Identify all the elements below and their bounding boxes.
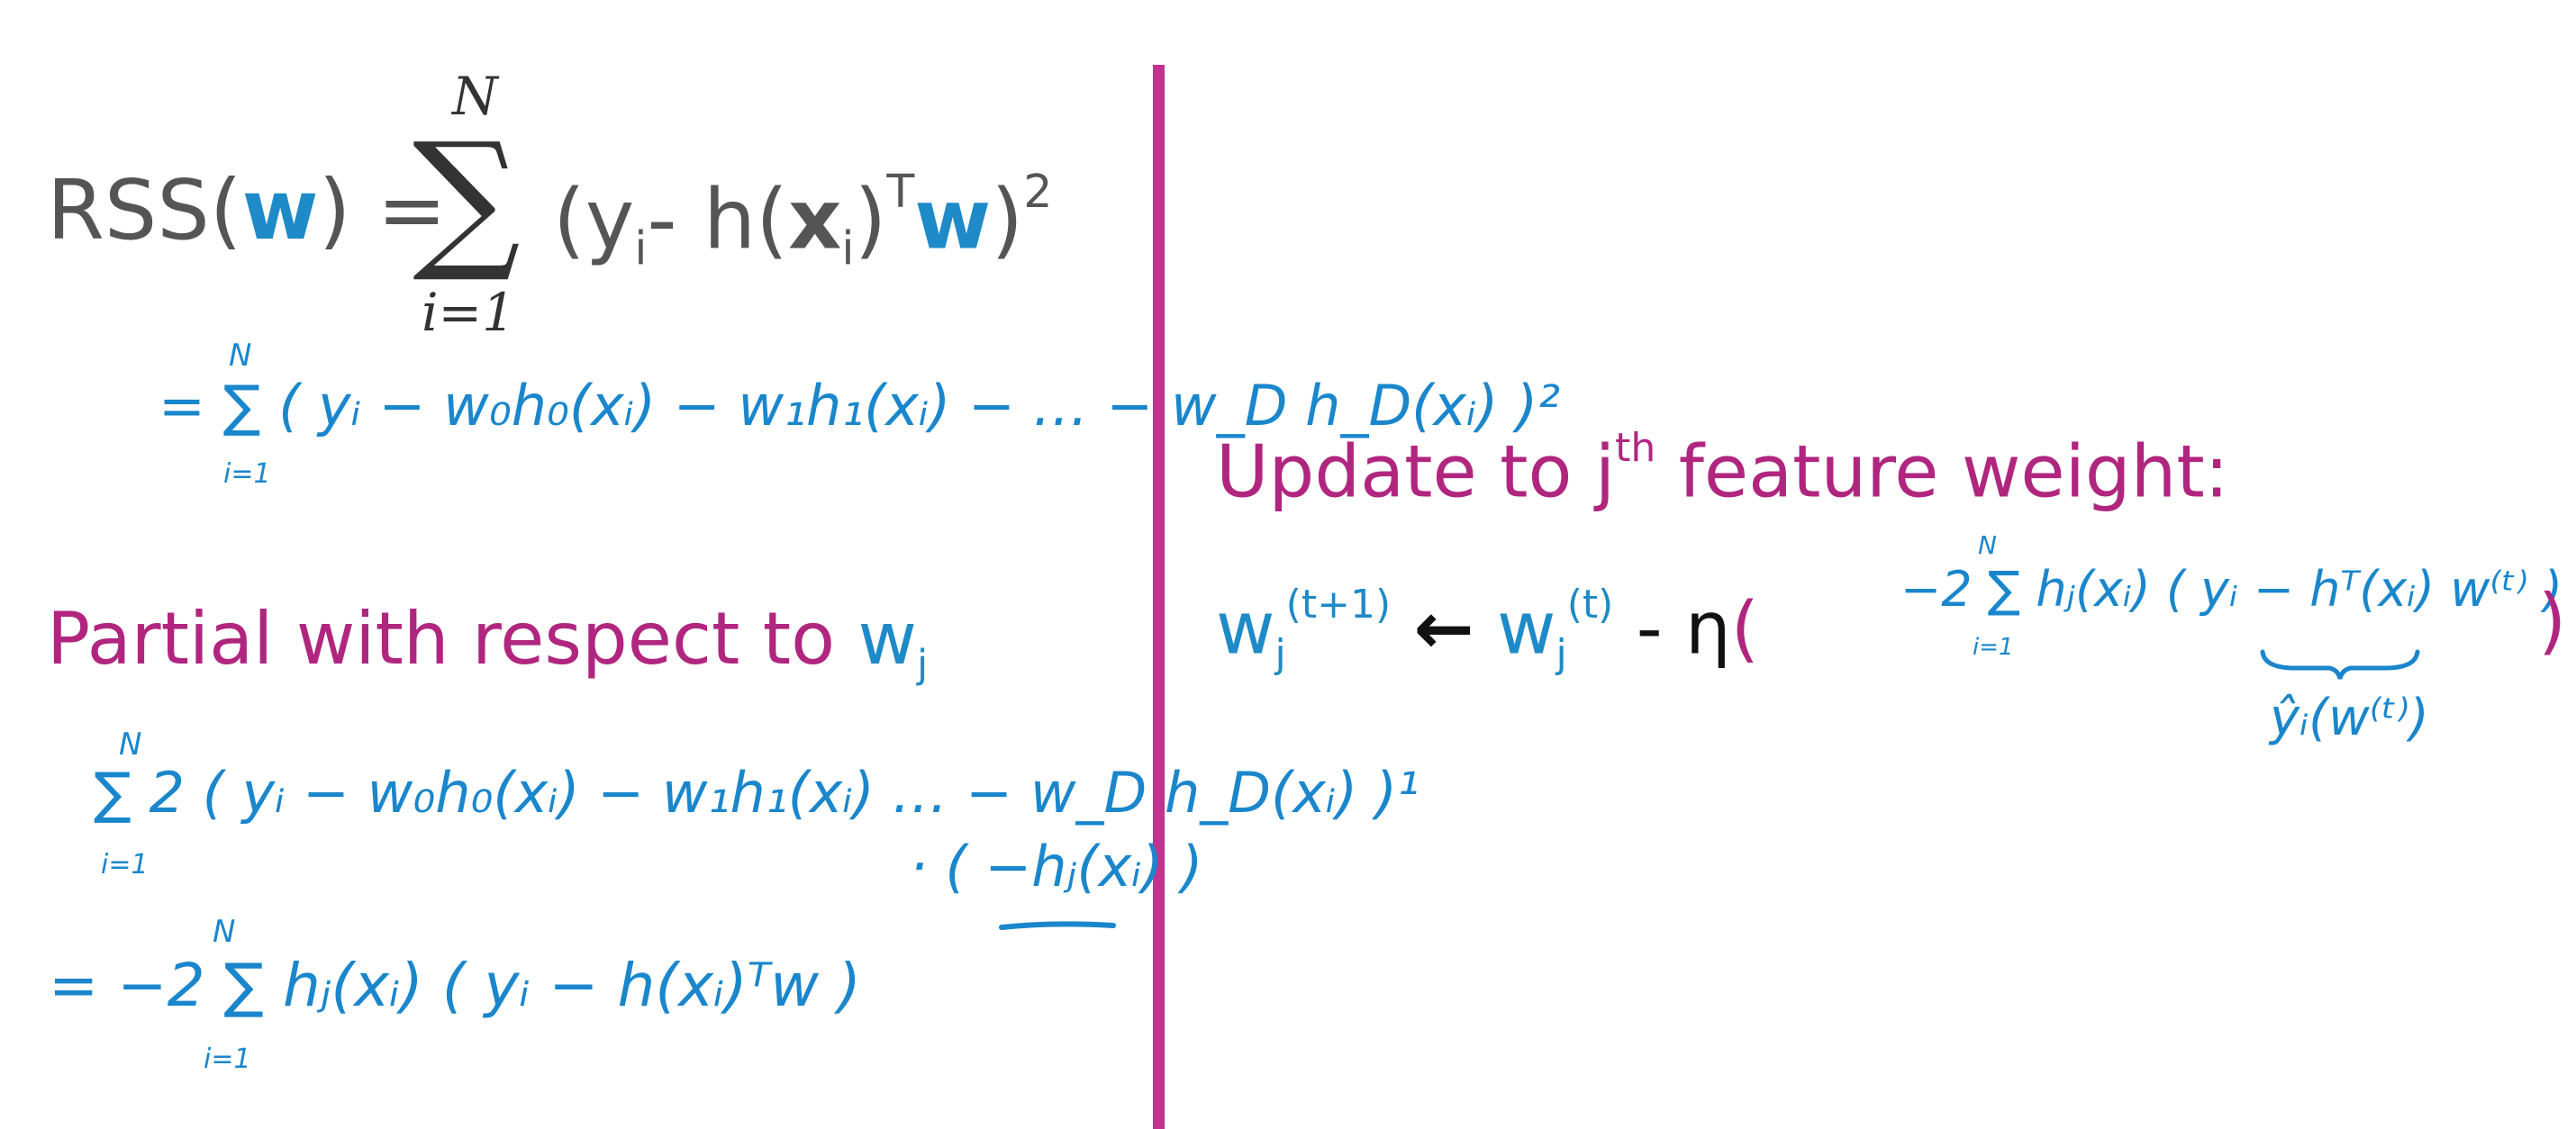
handwritten-expansion: = ∑ ( yᵢ − w₀h₀(xᵢ) − w₁h₁(xᵢ) − … − w_D… <box>159 373 1561 438</box>
sum-upper-limit: N <box>229 338 252 374</box>
sum-upper-limit: N <box>1978 530 1997 560</box>
sum-lower-limit: i=1 <box>223 458 271 490</box>
update-rule: wj(t+1) ← wj(t) - η( <box>1216 582 1759 677</box>
handwritten-result: = −2 ∑ hⱼ(xᵢ) ( yᵢ − h(xᵢ)ᵀw ) <box>49 951 861 1020</box>
partial-heading: Partial with respect to wj <box>47 597 929 688</box>
w-vector: w <box>241 162 319 258</box>
handwritten-chain-factor: · ( −hⱼ(xᵢ) ) <box>910 834 1203 899</box>
sum-upper-limit: N <box>119 727 142 763</box>
sum-lower-limit: i=1 <box>1973 634 2014 661</box>
closing-paren: ) <box>2538 579 2567 663</box>
sum-lower-limit: i=1 <box>204 1043 251 1075</box>
vertical-divider <box>1153 65 1165 1129</box>
handwritten-gradient: −2 ∑ hⱼ(xᵢ) ( yᵢ − hᵀ(xᵢ) w⁽ᵗ⁾ ) <box>1900 561 2563 618</box>
handwritten-prediction: ŷᵢ(w⁽ᵗ⁾) <box>2270 689 2429 747</box>
rss-equation: RSS(w) = <box>47 162 447 258</box>
sum-upper-limit: N <box>213 914 236 950</box>
sum-lower-limit: i=1 <box>422 282 516 343</box>
rss-term: (yi- h(xi)Tw)2 <box>553 165 1053 275</box>
sum-lower-limit: i=1 <box>101 849 149 881</box>
handwritten-derivative: ∑ 2 ( yᵢ − w₀h₀(xᵢ) − w₁h₁(xᵢ) … − w_D h… <box>94 760 1420 826</box>
arrow-left-icon: ← <box>1413 586 1474 671</box>
sum-upper-limit: N <box>452 66 498 127</box>
sum-symbol: ∑ <box>413 110 521 286</box>
underline-stroke <box>999 921 1116 930</box>
update-heading: Update to jth feature weight: <box>1216 425 2229 514</box>
underbrace-stroke <box>2260 649 2420 680</box>
